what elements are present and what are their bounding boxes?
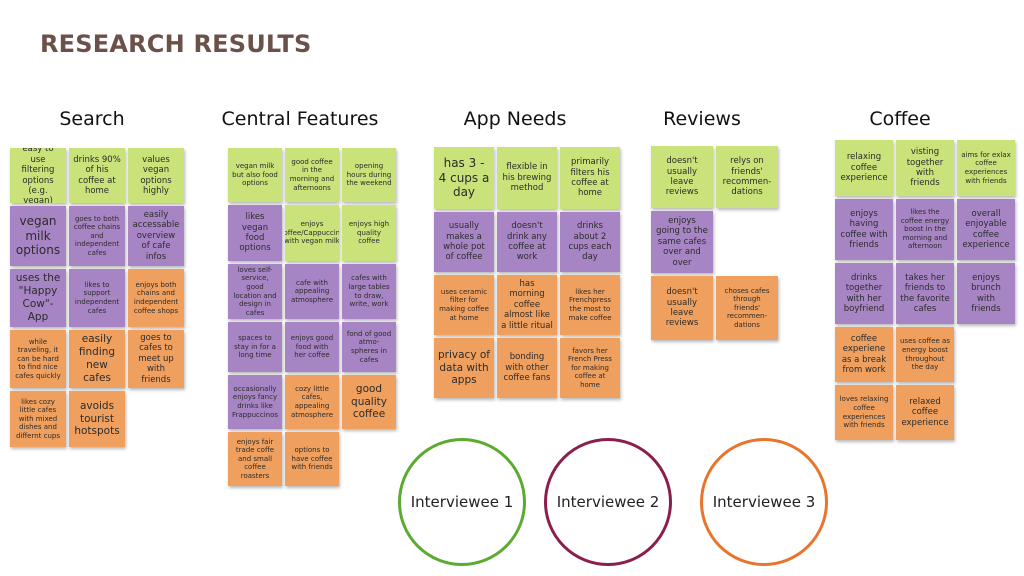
sticky-note: doesn't drink any coffee at work xyxy=(497,212,557,272)
sticky-note: easily accessable overview of cafe infos xyxy=(128,206,184,266)
sticky-note: occasionally enjoys fancy drinks like Fr… xyxy=(228,375,282,429)
sticky-note: likes the coffee energy boost in the mor… xyxy=(896,199,954,260)
sticky-note: drinks 90% of his coffee at home xyxy=(69,148,125,203)
section-heading: Coffee xyxy=(869,108,931,130)
sticky-note: flexible in his brewing method xyxy=(497,147,557,209)
sticky-note: enjoys having coffee with friends xyxy=(835,199,893,260)
sticky-note: doesn't usually leave reviews xyxy=(651,276,713,340)
sticky-note: enjoys high quality coffee xyxy=(342,205,396,261)
sticky-note: cozy little cafes, appealing atmosphere xyxy=(285,375,339,429)
sticky-note: drinks together with her boyfriend xyxy=(835,263,893,324)
interviewee-circle: Interviewee 3 xyxy=(700,438,828,566)
section-heading: Search xyxy=(59,108,125,130)
sticky-note: values vegan options highly xyxy=(128,148,184,203)
sticky-note: has morning coffee almost like a little … xyxy=(497,275,557,335)
section-heading: Central Features xyxy=(221,108,379,130)
sticky-note: uses coffee as energy boost throughout t… xyxy=(896,327,954,382)
sticky-note: loves relaxing coffee experiences with f… xyxy=(835,385,893,440)
sticky-note: choses cafes through friends' recommen-d… xyxy=(716,276,778,340)
sticky-note: uses the "Happy Cow"-App xyxy=(10,269,66,327)
sticky-note: enjoys going to the same cafes over and … xyxy=(651,211,713,273)
sticky-note: aims for exlax coffee experiences with f… xyxy=(957,140,1015,196)
sticky-note: loves self-service, good location and de… xyxy=(228,264,282,319)
sticky-note: primarily filters his coffee at home xyxy=(560,147,620,209)
interviewee-circle: Interviewee 2 xyxy=(544,438,672,566)
section-heading: Reviews xyxy=(663,108,741,130)
sticky-note: bonding with other coffee fans xyxy=(497,338,557,398)
sticky-note: visting together with friends xyxy=(896,140,954,196)
sticky-note: opening hours during the weekend xyxy=(342,148,396,202)
interviewee-circle: Interviewee 1 xyxy=(398,438,526,566)
sticky-note: goes to cafes to meet up with friends xyxy=(128,330,184,388)
sticky-note: uses ceramic filter for making coffee at… xyxy=(434,275,494,335)
sticky-note: enjoys coffee/Cappuccino with vegan milk xyxy=(285,205,339,261)
sticky-note: fond of good atmo-spheres in cafes xyxy=(342,322,396,372)
sticky-note: likes her Frenchpress the most to make c… xyxy=(560,275,620,335)
sticky-note: cafe with appealing atmosphere xyxy=(285,264,339,319)
sticky-note: likes to support independent cafes xyxy=(69,269,125,327)
sticky-note: goes to both coffee chains and independe… xyxy=(69,206,125,266)
sticky-note: likes vegan food options xyxy=(228,205,282,261)
page-title: RESEARCH RESULTS xyxy=(40,30,312,58)
sticky-note: has 3 - 4 cups a day xyxy=(434,147,494,209)
sticky-note: vegan milk options xyxy=(10,206,66,266)
sticky-note: easy to use filtering options (e.g. vega… xyxy=(10,148,66,203)
sticky-note: enjoys good food with her coffee xyxy=(285,322,339,372)
sticky-note: coffee experiene as a break from work xyxy=(835,327,893,382)
sticky-note: vegan milk but also food options xyxy=(228,148,282,202)
section-heading: App Needs xyxy=(463,108,567,130)
sticky-note: usually makes a whole pot of coffee xyxy=(434,212,494,272)
sticky-note: spaces to stay in for a long time xyxy=(228,322,282,372)
sticky-note: privacy of data with apps xyxy=(434,338,494,398)
sticky-note: favors her French Press for making coffe… xyxy=(560,338,620,398)
sticky-note: doesn't usually leave reviews xyxy=(651,146,713,208)
sticky-note: enjoys brunch with friends xyxy=(957,263,1015,324)
sticky-note: good quality coffee xyxy=(342,375,396,429)
sticky-note: enjoys both chains and independent coffe… xyxy=(128,269,184,327)
sticky-note: relaxing coffee experience xyxy=(835,140,893,196)
sticky-note: enjoys fair trade coffe and small coffee… xyxy=(228,432,282,486)
sticky-note: avoids tourist hotspots xyxy=(69,391,125,447)
sticky-note: relys on friends' recommen-dations xyxy=(716,146,778,208)
sticky-note: cafes with large tables to draw, write, … xyxy=(342,264,396,319)
sticky-note: options to have coffee with friends xyxy=(285,432,339,486)
sticky-note: relaxed coffee experience xyxy=(896,385,954,440)
sticky-note: overall enjoyable coffee experience xyxy=(957,199,1015,260)
sticky-note: likes cozy little cafes with mixed dishe… xyxy=(10,391,66,447)
sticky-note: easily finding new cafes xyxy=(69,330,125,388)
sticky-note: takes her friends to the favorite cafes xyxy=(896,263,954,324)
sticky-note: drinks about 2 cups each day xyxy=(560,212,620,272)
sticky-note: good coffee in the morning and afternoon… xyxy=(285,148,339,202)
sticky-note: while traveling, it can be hard to find … xyxy=(10,330,66,388)
